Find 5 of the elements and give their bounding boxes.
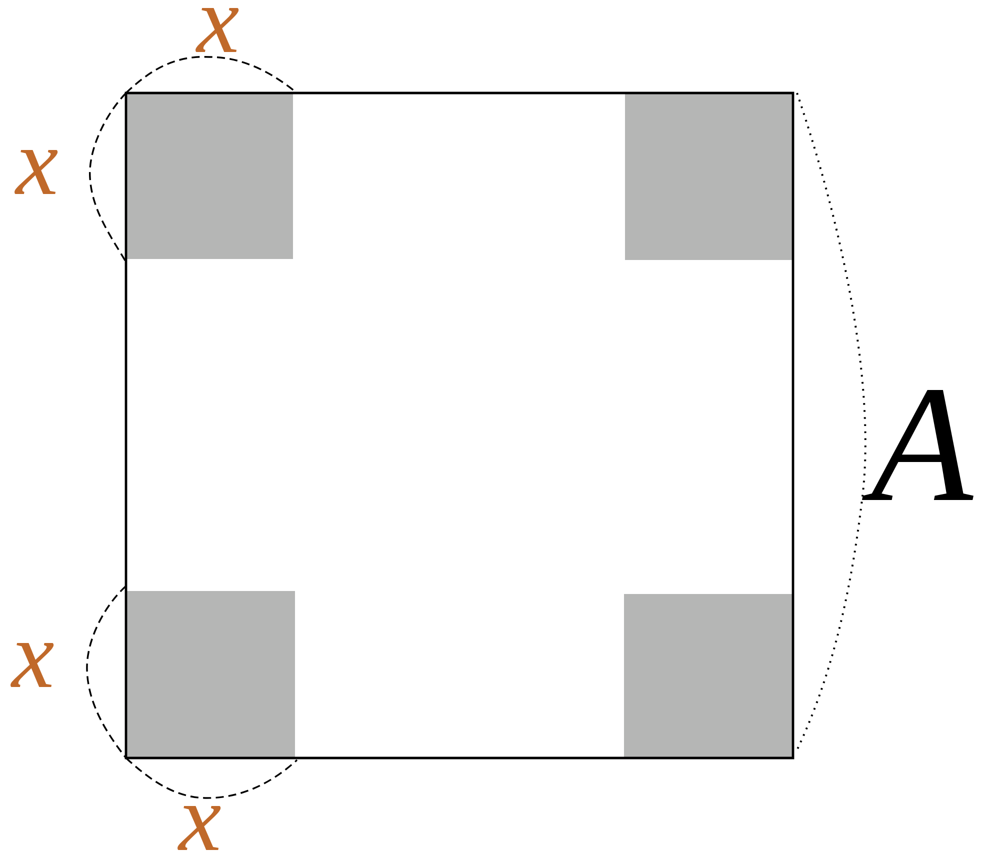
dimension-label: x (178, 806, 221, 850)
dimension-label: x (196, 8, 239, 52)
dimension-label: x (14, 150, 58, 194)
dimension-label: x (10, 642, 54, 688)
dimension-label: A (862, 390, 974, 500)
